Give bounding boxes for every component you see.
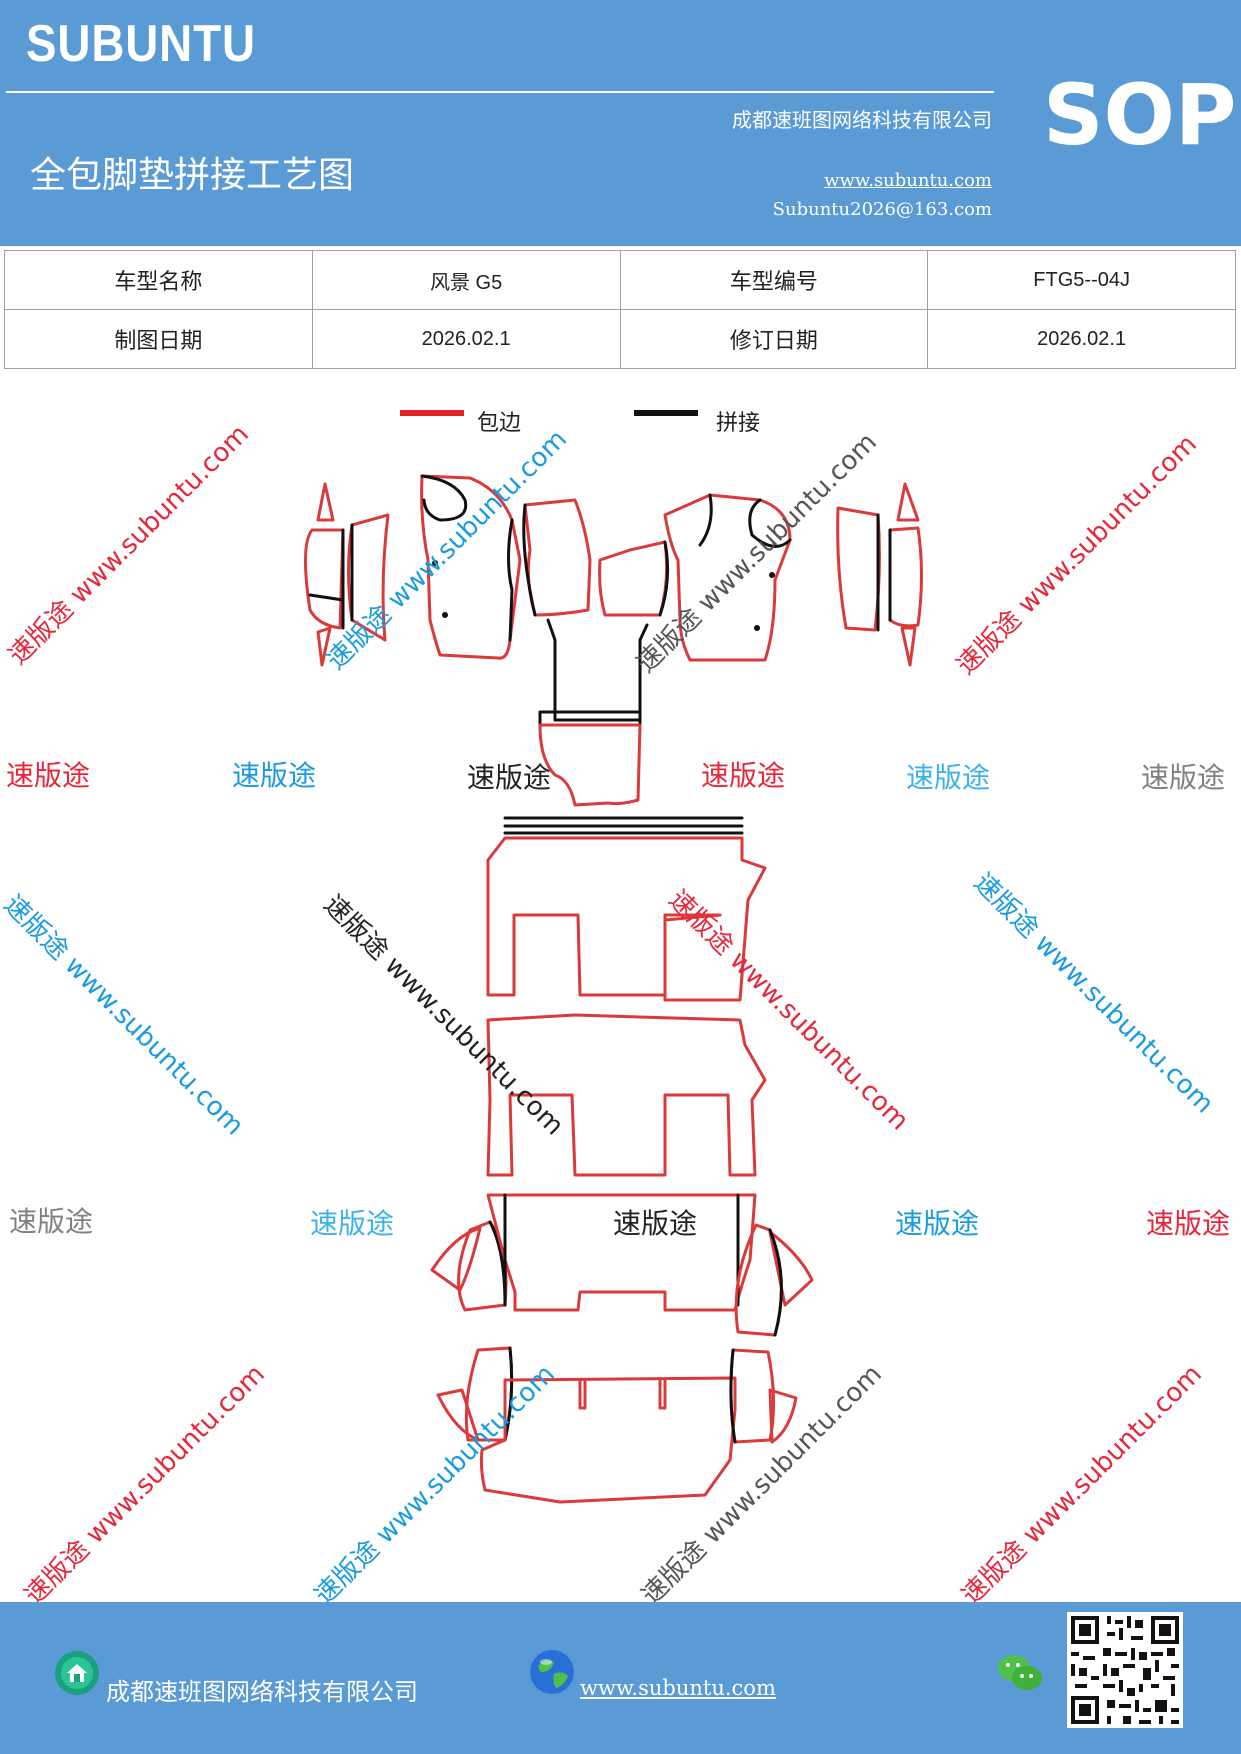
value-model-code: FTG5--04J xyxy=(927,250,1236,310)
mat-piece xyxy=(538,723,642,807)
brand-logo: SUBUNTU xyxy=(26,15,256,73)
watermark-flat: 速版途 xyxy=(6,759,91,792)
table-row: 制图日期 2026.02.1 修订日期 2026.02.1 xyxy=(4,309,1236,369)
globe-icon xyxy=(528,1648,576,1696)
footer-company-name: 成都速班图网络科技有限公司 xyxy=(106,1678,418,1706)
company-name: 成都速班图网络科技有限公司 xyxy=(732,108,992,132)
value-revise-date: 2026.02.1 xyxy=(927,309,1236,369)
mat-piece xyxy=(486,836,767,1002)
header-band xyxy=(0,0,1241,246)
mat-piece xyxy=(768,1388,798,1444)
mat-dot xyxy=(769,572,775,578)
mat-piece xyxy=(888,526,923,628)
mat-piece xyxy=(546,618,649,722)
mat-piece xyxy=(523,498,592,617)
sop-badge: SOP xyxy=(1043,66,1237,164)
mat-piece xyxy=(663,493,792,662)
mat-seam xyxy=(503,1346,514,1442)
value-model-name: 风景 G5 xyxy=(311,250,621,310)
label-model-name: 车型名称 xyxy=(4,250,313,310)
mat-seam xyxy=(768,1228,783,1337)
mat-piece xyxy=(479,1376,737,1504)
value-draw-date: 2026.02.1 xyxy=(311,309,621,369)
mat-seam xyxy=(420,474,514,642)
legend-edge-swatch xyxy=(400,410,464,416)
mat-piece xyxy=(316,626,332,667)
watermark-flat: 速版途 xyxy=(895,1207,980,1240)
watermark-flat: 速版途 xyxy=(1141,761,1226,794)
label-draw-date: 制图日期 xyxy=(4,309,313,369)
mat-piece xyxy=(316,482,335,522)
mat-seam xyxy=(578,1378,667,1410)
mat-piece xyxy=(347,513,390,642)
mat-piece xyxy=(729,1348,776,1444)
mat-piece xyxy=(486,1013,767,1177)
mat-piece xyxy=(900,626,917,667)
qr-code xyxy=(1067,1612,1183,1728)
website-link[interactable]: www.subuntu.com xyxy=(824,170,992,191)
mat-piece xyxy=(598,540,669,617)
watermark-flat: 速版途 xyxy=(613,1207,698,1240)
mat-dot xyxy=(442,612,448,618)
mat-seam xyxy=(522,503,537,617)
footer-website-link[interactable]: www.subuntu.com xyxy=(580,1676,776,1700)
mat-seam xyxy=(698,493,792,548)
watermark-flat: 速版途 xyxy=(467,761,552,794)
watermark-flat: 速版途 xyxy=(701,759,786,792)
watermark-flat: 速版途 xyxy=(9,1205,94,1238)
label-model-code: 车型编号 xyxy=(619,250,929,310)
header-divider xyxy=(6,91,994,93)
mat-seam xyxy=(876,513,892,632)
wechat-icon[interactable] xyxy=(996,1652,1044,1694)
page-title: 全包脚垫拼接工艺图 xyxy=(30,155,355,196)
mat-dot xyxy=(432,560,438,566)
mat-seam xyxy=(503,816,744,835)
vehicle-info-table: 车型名称 风景 G5 车型编号 FTG5--04J 制图日期 2026.02.1… xyxy=(4,250,1236,369)
watermark-flat: 速版途 xyxy=(906,761,991,794)
mat-piece xyxy=(430,1226,482,1292)
legend-edge-label: 包边 xyxy=(477,411,522,436)
mat-piece xyxy=(836,506,881,632)
mat-piece xyxy=(768,1230,814,1307)
mat-piece xyxy=(304,528,345,630)
mat-seam xyxy=(308,523,354,630)
home-icon xyxy=(54,1650,100,1696)
mat-dot xyxy=(754,625,760,631)
legend-seam-label: 拼接 xyxy=(716,411,761,436)
mat-seam xyxy=(729,1348,737,1444)
watermark-flat: 速版途 xyxy=(1146,1207,1231,1240)
watermark-flat: 速版途 xyxy=(310,1207,395,1240)
email-address[interactable]: Subuntu2026@163.com xyxy=(772,199,992,220)
mat-piece xyxy=(896,482,920,522)
watermark-flat: 速版途 xyxy=(232,759,317,792)
table-row: 车型名称 风景 G5 车型编号 FTG5--04J xyxy=(4,250,1236,310)
mat-piece xyxy=(420,474,522,660)
mat-piece xyxy=(436,1388,480,1442)
mat-seam xyxy=(658,540,670,617)
legend-seam-swatch xyxy=(634,410,698,416)
label-revise-date: 修订日期 xyxy=(619,309,929,369)
